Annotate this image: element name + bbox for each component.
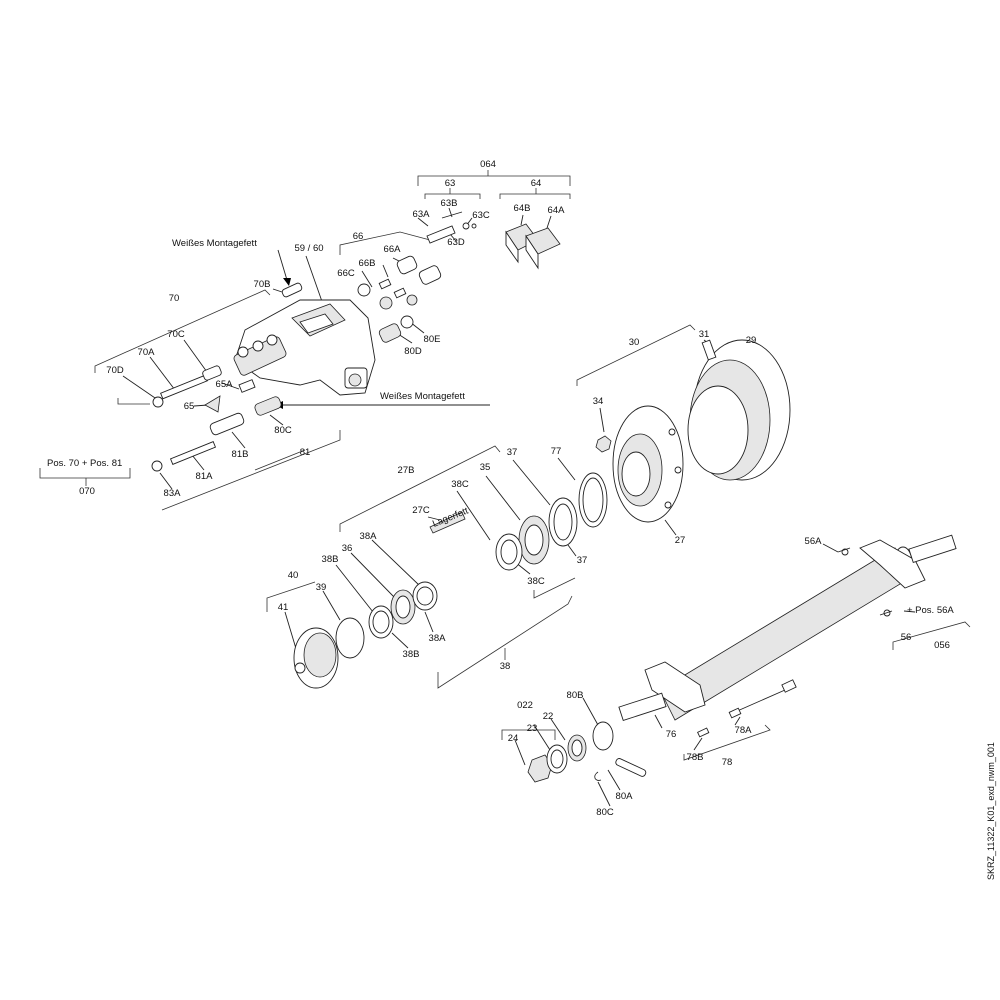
bracket-lines bbox=[39, 170, 971, 761]
part-label: 56 bbox=[901, 632, 912, 643]
part-label: 38B bbox=[322, 554, 339, 565]
part-label: 63D bbox=[447, 237, 465, 248]
assembly-note: + Pos. 56A bbox=[907, 605, 954, 616]
part-label: 59 / 60 bbox=[294, 243, 323, 254]
part-label: 29 bbox=[746, 335, 757, 346]
part-label: 64A bbox=[548, 205, 566, 216]
grease-note: Weißes Montagefett bbox=[172, 238, 257, 249]
part-label: 65A bbox=[216, 379, 234, 390]
part-label: 38C bbox=[451, 479, 469, 490]
part-label: 38C bbox=[527, 576, 545, 587]
annotation-notes: Weißes Montagefett Weißes Montagefett Po… bbox=[47, 238, 996, 880]
part-label: 78B bbox=[687, 752, 704, 763]
part-label: 27 bbox=[675, 535, 686, 546]
part-label: 27B bbox=[398, 465, 415, 476]
bearing-rings-35-37-77 bbox=[429, 472, 608, 571]
brake-disc-29 bbox=[687, 339, 791, 481]
part-label: 35 bbox=[480, 462, 491, 473]
axle-nut-kit-022 bbox=[527, 721, 647, 783]
abs-sensor-78 bbox=[697, 679, 797, 738]
part-label: 37 bbox=[507, 447, 518, 458]
brake-caliper-59-60 bbox=[233, 282, 376, 396]
part-label: 70D bbox=[106, 365, 124, 376]
part-label: 77 bbox=[551, 446, 562, 457]
part-label: 38B bbox=[403, 649, 420, 660]
part-label: 63 bbox=[445, 178, 456, 189]
part-label: 63C bbox=[472, 210, 490, 221]
brake-pad-kit-63 bbox=[426, 211, 477, 244]
part-label: 80B bbox=[567, 690, 584, 701]
part-label: 38A bbox=[429, 633, 447, 644]
part-label: 56A bbox=[805, 536, 823, 547]
part-label: 80D bbox=[404, 346, 422, 357]
guide-pins-70-81 bbox=[151, 365, 282, 472]
part-label: 76 bbox=[666, 729, 677, 740]
part-label: 63B bbox=[441, 198, 458, 209]
part-label: 78A bbox=[735, 725, 753, 736]
part-label: 81B bbox=[232, 449, 249, 460]
part-label: 66B bbox=[359, 258, 376, 269]
part-label: 31 bbox=[699, 329, 710, 340]
part-label: 38A bbox=[360, 531, 378, 542]
part-label: 24 bbox=[508, 733, 519, 744]
part-label: 80A bbox=[616, 791, 634, 802]
part-label: 39 bbox=[316, 582, 327, 593]
part-label: 056 bbox=[934, 640, 950, 651]
part-label: 64B bbox=[514, 203, 531, 214]
part-label: 66A bbox=[384, 244, 402, 255]
part-label: 064 bbox=[480, 159, 496, 170]
part-label: 70C bbox=[167, 329, 185, 340]
axle-beam bbox=[618, 534, 957, 722]
bearing-36 bbox=[368, 581, 438, 639]
part-label: 78 bbox=[722, 757, 733, 768]
part-label: 80C bbox=[274, 425, 292, 436]
repair-kit-66 bbox=[357, 255, 442, 343]
grease-note: Weißes Montagefett bbox=[380, 391, 465, 402]
part-labels: 064 63 64 63B 63A 63C 63D 64B 64A 66 66A… bbox=[79, 159, 950, 818]
part-label: 070 bbox=[79, 486, 95, 497]
part-label: 66C bbox=[337, 268, 355, 279]
part-label: 40 bbox=[288, 570, 299, 581]
part-label: 70B bbox=[254, 279, 271, 290]
drawing-id: SKRZ_11322_K01_exd_nwm_001 bbox=[986, 742, 996, 880]
lubricant-note: Lagerfett bbox=[431, 505, 470, 529]
part-label: 80C bbox=[596, 807, 614, 818]
part-label: 81 bbox=[300, 447, 311, 458]
part-label: 64 bbox=[531, 178, 542, 189]
part-label: 38 bbox=[500, 661, 511, 672]
part-label: 83A bbox=[164, 488, 182, 499]
part-label: 022 bbox=[517, 700, 533, 711]
part-label: 70A bbox=[138, 347, 156, 358]
part-label: 37 bbox=[577, 555, 588, 566]
part-label: 41 bbox=[278, 602, 289, 613]
part-label: 65 bbox=[184, 401, 195, 412]
part-label: 30 bbox=[629, 337, 640, 348]
brake-pads-64 bbox=[505, 223, 561, 270]
part-label: 27C bbox=[412, 505, 430, 516]
part-label: 34 bbox=[593, 396, 604, 407]
part-label: 22 bbox=[543, 711, 554, 722]
part-label: 23 bbox=[527, 723, 538, 734]
part-label: 70 bbox=[169, 293, 180, 304]
assembly-note: Pos. 70 + Pos. 81 bbox=[47, 458, 122, 469]
part-label: 81A bbox=[196, 471, 214, 482]
hub-cap-40 bbox=[293, 617, 365, 689]
wheel-hub-27 bbox=[595, 405, 684, 523]
part-label: 66 bbox=[353, 231, 364, 242]
arrow-marker-icon bbox=[283, 278, 291, 286]
leader-lines bbox=[122, 207, 916, 807]
part-label: 36 bbox=[342, 543, 353, 554]
part-label: 80E bbox=[424, 334, 441, 345]
part-label: 63A bbox=[413, 209, 431, 220]
